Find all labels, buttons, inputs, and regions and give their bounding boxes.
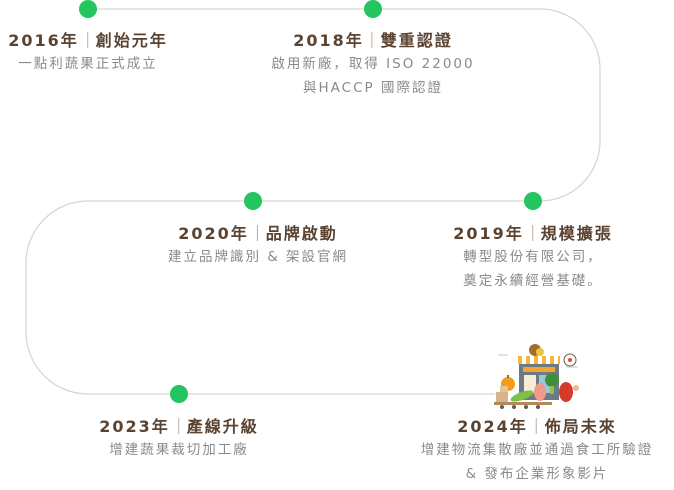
- event-title: 2023年產線升級: [99, 416, 259, 438]
- timeline-dot-2016: [79, 0, 97, 18]
- timeline-event-2023: 2023年產線升級 增建蔬果裁切加工廠: [99, 416, 259, 462]
- title-separator: [535, 418, 537, 434]
- timeline-event-2018: 2018年雙重認證 啟用新廠，取得 ISO 22000 與HACCP 國際認證: [271, 30, 474, 100]
- vegetable-shop-illustration: [494, 344, 579, 409]
- title-separator: [86, 32, 88, 48]
- event-heading: 規模擴張: [540, 224, 613, 243]
- timeline-event-2024: 2024年佈局未來 增建物流集散廠並通過食工所驗證 & 發布企業形象影片: [421, 416, 654, 486]
- timeline-dot-2018: [364, 0, 382, 18]
- cloud-icon: [566, 366, 578, 368]
- event-heading: 佈局未來: [544, 417, 617, 436]
- event-year: 2019年: [453, 224, 524, 243]
- event-title: 2018年雙重認證: [271, 30, 474, 52]
- event-title: 2024年佈局未來: [421, 416, 654, 438]
- timeline-event-2020: 2020年品牌啟動 建立品牌識別 & 架設官網: [168, 223, 348, 269]
- event-desc-line: 啟用新廠，取得 ISO 22000: [271, 56, 475, 72]
- broccoli-character-icon: [545, 373, 559, 387]
- event-heading: 品牌啟動: [265, 224, 338, 243]
- event-year: 2018年: [293, 31, 364, 50]
- title-separator: [371, 32, 373, 48]
- title-separator: [177, 418, 179, 434]
- event-desc-line: 奠定永續經營基礎。: [463, 273, 603, 289]
- event-desc-line: & 發布企業形象影片: [465, 466, 609, 482]
- event-title: 2016年創始元年: [8, 30, 168, 52]
- title-separator: [531, 225, 533, 241]
- event-heading: 雙重認證: [380, 31, 453, 50]
- timeline-event-2019: 2019年規模擴張 轉型股份有限公司， 奠定永續經營基礎。: [453, 223, 613, 293]
- event-desc-line: 增建蔬果裁切加工廠: [109, 442, 249, 458]
- cloud-icon: [498, 354, 508, 356]
- event-year: 2020年: [178, 224, 249, 243]
- event-desc-line: 與HACCP 國際認證: [303, 80, 443, 96]
- timeline-dot-2020: [244, 192, 262, 210]
- timeline-dot-2019: [524, 192, 542, 210]
- event-title: 2020年品牌啟動: [168, 223, 348, 245]
- event-desc-line: 增建物流集散廠並通過食工所驗證: [420, 442, 654, 458]
- squid-character-icon: [534, 383, 546, 401]
- event-title: 2019年規模擴張: [453, 223, 613, 245]
- title-separator: [256, 225, 258, 241]
- meat-character-icon: [559, 382, 573, 402]
- timeline-dot-2023: [170, 385, 188, 403]
- event-heading: 創始元年: [95, 31, 168, 50]
- event-desc-line: 一點利蔬果正式成立: [18, 56, 158, 72]
- event-year: 2024年: [457, 417, 528, 436]
- cucumber-character-icon: [510, 390, 534, 402]
- event-year: 2023年: [99, 417, 170, 436]
- event-desc-line: 建立品牌識別 & 架設官網: [167, 249, 349, 265]
- event-heading: 產線升級: [186, 417, 259, 436]
- timeline-event-2016: 2016年創始元年 一點利蔬果正式成立: [8, 30, 168, 76]
- event-year: 2016年: [8, 31, 79, 50]
- event-desc-line: 轉型股份有限公司，: [463, 249, 603, 265]
